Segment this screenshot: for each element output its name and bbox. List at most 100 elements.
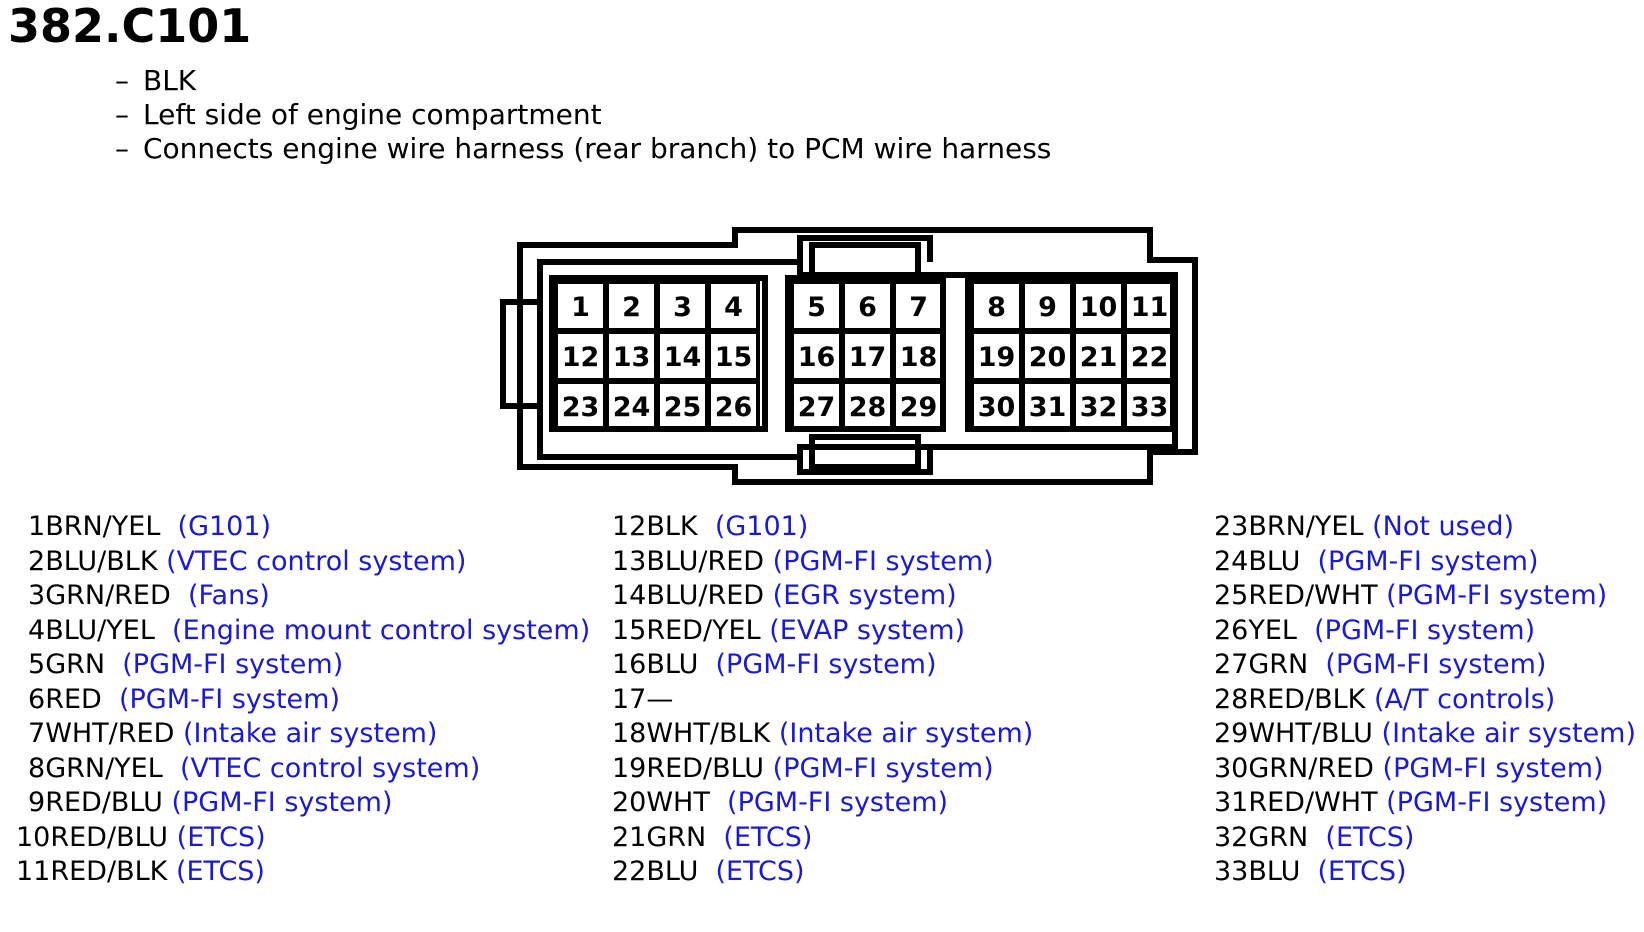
bottom-key — [797, 447, 933, 475]
spacer — [1374, 753, 1383, 784]
detail-location: –Left side of engine compartment — [115, 98, 1051, 132]
circuit-system: (EVAP system) — [769, 614, 966, 646]
pin-number: 28 — [849, 392, 887, 423]
circuit-system: (PGM-FI system) — [727, 787, 949, 818]
top-key — [797, 235, 933, 262]
spacer — [764, 546, 773, 577]
pin-row-number: 2 — [28, 545, 46, 577]
circuit-system: (PGM-FI system) — [1325, 649, 1547, 680]
pin-number: 26 — [715, 392, 753, 423]
circuit-system: (PGM-FI system) — [171, 787, 393, 818]
pin-row-number: 16 — [612, 649, 647, 680]
circuit-system: (ETCS) — [723, 821, 813, 853]
circuit-system: (PGM-FI system) — [772, 545, 994, 577]
pin-row-number: 29 — [1214, 718, 1249, 749]
pin-row-number: 9 — [28, 787, 46, 818]
circuit-system: (Engine mount control system) — [172, 614, 591, 646]
connector-title: 382.C101 — [8, 0, 252, 53]
pin-row-5: 5GRN (PGM-FI system) — [28, 648, 590, 683]
pin-number: 24 — [613, 392, 651, 423]
spacer — [1378, 787, 1387, 818]
pin-row-number: 33 — [1214, 856, 1249, 887]
pin-row-30: 30GRN/RED (PGM-FI system) — [1214, 752, 1636, 787]
wire-color: RED/YEL — [646, 614, 761, 646]
pin-row-23: 23BRN/YEL (Not used) — [1214, 510, 1636, 545]
circuit-system: (PGM-FI system) — [118, 683, 340, 715]
pin-row-number: 23 — [1214, 511, 1249, 542]
pin-number: 27 — [798, 392, 836, 423]
wire-color: GRN — [1248, 821, 1309, 853]
wire-color: BLU/RED — [646, 580, 765, 611]
pin-row-number: 27 — [1214, 649, 1249, 680]
housing-inner-frame — [537, 259, 1178, 460]
pin-row-21: 21GRN (ETCS) — [612, 821, 1033, 856]
pin-row-8: 8GRN/YEL (VTEC control system) — [28, 752, 590, 787]
bullet-dash: – — [115, 64, 129, 97]
detail-color: –BLK — [115, 64, 1051, 98]
pin-row-18: 18WHT/BLK (Intake air system) — [612, 717, 1033, 752]
circuit-system: (G101) — [177, 511, 272, 542]
bullet-dash: – — [115, 98, 129, 131]
circuit-system: (ETCS) — [1317, 856, 1407, 887]
bottom-key-slot — [809, 434, 921, 470]
wire-color: RED — [45, 683, 102, 715]
pin-row-26: 26YEL (PGM-FI system) — [1214, 614, 1636, 649]
pin-row-6: 6RED (PGM-FI system) — [28, 683, 590, 718]
pin-number: 19 — [978, 342, 1016, 373]
pin-cell — [707, 380, 760, 432]
pin-row-number: 12 — [612, 511, 647, 542]
pin-number: 13 — [613, 342, 651, 373]
detail-text: BLK — [143, 64, 197, 97]
spacer — [1300, 546, 1317, 577]
pin-row-22: 22BLU (ETCS) — [612, 855, 1033, 890]
spacer — [1365, 684, 1374, 715]
spacer — [163, 753, 180, 784]
detail-text: Connects engine wire harness (rear branc… — [143, 132, 1052, 165]
wire-color: BLU — [1248, 856, 1301, 887]
pin-row-number: 31 — [1214, 787, 1249, 818]
pin-row-3: 3GRN/RED (Fans) — [28, 579, 590, 614]
wire-color: BRN/YEL — [1248, 511, 1364, 542]
pin-number: 14 — [664, 342, 702, 373]
pin-row-32: 32GRN (ETCS) — [1214, 821, 1636, 856]
housing-outline — [517, 227, 1198, 485]
pin-cell — [1123, 380, 1176, 432]
spacer — [155, 615, 172, 646]
spacer — [698, 649, 715, 680]
pin-row-27: 27GRN (PGM-FI system) — [1214, 648, 1636, 683]
pin-row-number: 20 — [612, 787, 647, 818]
circuit-system: (VTEC control system) — [166, 545, 467, 577]
pin-list-column-1: 1BRN/YEL (G101)2BLU/BLK (VTEC control sy… — [16, 510, 591, 890]
spacer — [174, 718, 183, 749]
pin-row-14: 14BLU/RED (EGR system) — [612, 579, 1033, 614]
wire-color: GRN/RED — [1248, 752, 1374, 784]
circuit-system: (Intake air system) — [778, 718, 1034, 749]
circuit-system: (PGM-FI system) — [122, 649, 344, 680]
pin-row-25: 25RED/WHT (PGM-FI system) — [1214, 579, 1636, 614]
wire-color: GRN — [646, 821, 707, 853]
spacer — [168, 822, 177, 853]
lock-tab — [500, 299, 543, 409]
pin-row-number: 3 — [28, 580, 46, 611]
wire-color: BLU/BLK — [45, 545, 158, 577]
pin-row-1: 1BRN/YEL (G101) — [28, 510, 590, 545]
wire-color: GRN/YEL — [45, 752, 163, 784]
circuit-system: (Intake air system) — [182, 718, 438, 749]
wire-color: BRN/YEL — [45, 511, 161, 542]
pin-number: 1 — [571, 292, 590, 323]
spacer — [764, 753, 773, 784]
circuit-system: (ETCS) — [176, 821, 266, 853]
wire-color: BLU/RED — [646, 545, 765, 577]
detail-connects: –Connects engine wire harness (rear bran… — [115, 132, 1051, 166]
pin-row-number: 17 — [612, 683, 647, 715]
circuit-system: (Fans) — [187, 580, 270, 611]
circuit-system: (PGM-FI system) — [772, 752, 994, 784]
pin-number: 9 — [1038, 292, 1057, 323]
wire-color: BLU — [646, 649, 699, 680]
circuit-system: (VTEC control system) — [179, 752, 481, 784]
pin-row-number: 13 — [612, 545, 647, 577]
pin-row-7: 7WHT/RED (Intake air system) — [28, 717, 590, 752]
pin-row-number: 24 — [1214, 545, 1249, 577]
spacer — [1308, 649, 1325, 680]
connector-details: –BLK –Left side of engine compartment –C… — [115, 64, 1051, 166]
